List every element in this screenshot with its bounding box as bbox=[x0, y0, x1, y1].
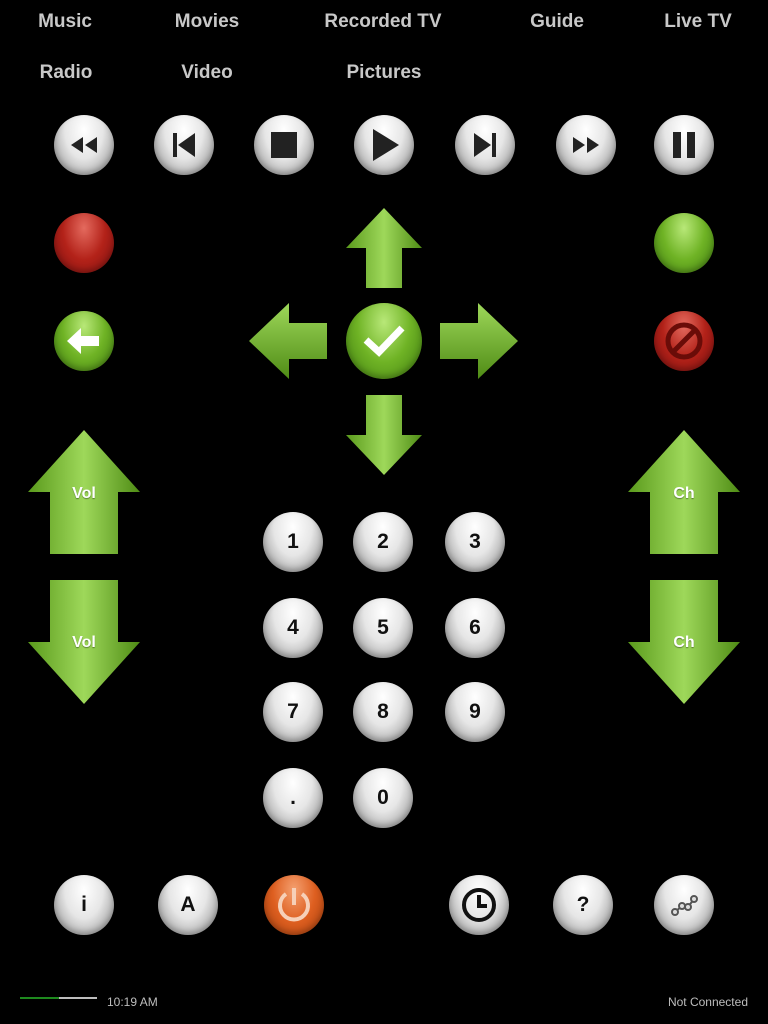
clock-icon bbox=[462, 888, 496, 922]
previous-icon bbox=[173, 133, 195, 157]
next-button[interactable] bbox=[455, 115, 515, 175]
channel-down-label: Ch bbox=[673, 634, 695, 651]
key-3[interactable]: 3 bbox=[445, 512, 505, 572]
nav-music[interactable]: Music bbox=[38, 11, 92, 32]
key-dot[interactable]: . bbox=[263, 768, 323, 828]
no-icon bbox=[665, 322, 703, 360]
key-2[interactable]: 2 bbox=[353, 512, 413, 572]
key-9[interactable]: 9 bbox=[445, 682, 505, 742]
channel-up-label: Ch bbox=[673, 485, 695, 502]
stop-icon bbox=[271, 132, 297, 158]
progress-bar bbox=[20, 997, 97, 999]
volume-up-label: Vol bbox=[72, 485, 96, 502]
green-button[interactable] bbox=[654, 213, 714, 273]
ok-button[interactable] bbox=[346, 303, 422, 379]
rewind-icon bbox=[71, 137, 97, 153]
play-button[interactable] bbox=[354, 115, 414, 175]
network-nodes-icon bbox=[671, 895, 698, 916]
help-button[interactable]: ? bbox=[553, 875, 613, 935]
key-5[interactable]: 5 bbox=[353, 598, 413, 658]
up-arrow-button[interactable] bbox=[346, 208, 422, 288]
power-icon bbox=[278, 888, 310, 922]
stop-button[interactable] bbox=[254, 115, 314, 175]
fast-forward-icon bbox=[573, 137, 599, 153]
nav-movies[interactable]: Movies bbox=[174, 11, 240, 32]
key-4[interactable]: 4 bbox=[263, 598, 323, 658]
info-button[interactable]: i bbox=[54, 875, 114, 935]
status-time: 10:19 AM bbox=[107, 995, 158, 1009]
previous-button[interactable] bbox=[154, 115, 214, 175]
next-icon bbox=[474, 133, 496, 157]
back-arrow-icon bbox=[67, 328, 99, 354]
network-button[interactable] bbox=[654, 875, 714, 935]
left-arrow-button[interactable] bbox=[249, 303, 327, 379]
pause-icon bbox=[673, 132, 695, 158]
play-icon bbox=[373, 129, 399, 161]
connection-status: Not Connected bbox=[667, 995, 748, 1009]
key-1[interactable]: 1 bbox=[263, 512, 323, 572]
schedule-button[interactable] bbox=[449, 875, 509, 935]
channel-up-button[interactable]: Ch bbox=[628, 430, 740, 554]
volume-down-button[interactable]: Vol bbox=[28, 580, 140, 704]
progress-fill bbox=[20, 997, 59, 999]
right-arrow-button[interactable] bbox=[440, 303, 518, 379]
nav-guide[interactable]: Guide bbox=[530, 11, 584, 32]
key-6[interactable]: 6 bbox=[445, 598, 505, 658]
channel-down-button[interactable]: Ch bbox=[628, 580, 740, 704]
nav-video[interactable]: Video bbox=[181, 62, 233, 83]
volume-down-label: Vol bbox=[72, 634, 96, 651]
record-button[interactable] bbox=[54, 213, 114, 273]
fast-forward-button[interactable] bbox=[556, 115, 616, 175]
key-7[interactable]: 7 bbox=[263, 682, 323, 742]
back-button[interactable] bbox=[54, 311, 114, 371]
nav-pictures[interactable]: Pictures bbox=[346, 62, 422, 83]
power-button[interactable] bbox=[264, 875, 324, 935]
cancel-button[interactable] bbox=[654, 311, 714, 371]
checkmark-icon bbox=[363, 325, 405, 357]
nav-recorded-tv[interactable]: Recorded TV bbox=[324, 11, 442, 32]
audio-button[interactable]: A bbox=[158, 875, 218, 935]
key-0[interactable]: 0 bbox=[353, 768, 413, 828]
key-8[interactable]: 8 bbox=[353, 682, 413, 742]
down-arrow-button[interactable] bbox=[346, 395, 422, 475]
nav-live-tv[interactable]: Live TV bbox=[664, 11, 732, 32]
rewind-button[interactable] bbox=[54, 115, 114, 175]
pause-button[interactable] bbox=[654, 115, 714, 175]
volume-up-button[interactable]: Vol bbox=[28, 430, 140, 554]
nav-radio[interactable]: Radio bbox=[39, 62, 93, 83]
